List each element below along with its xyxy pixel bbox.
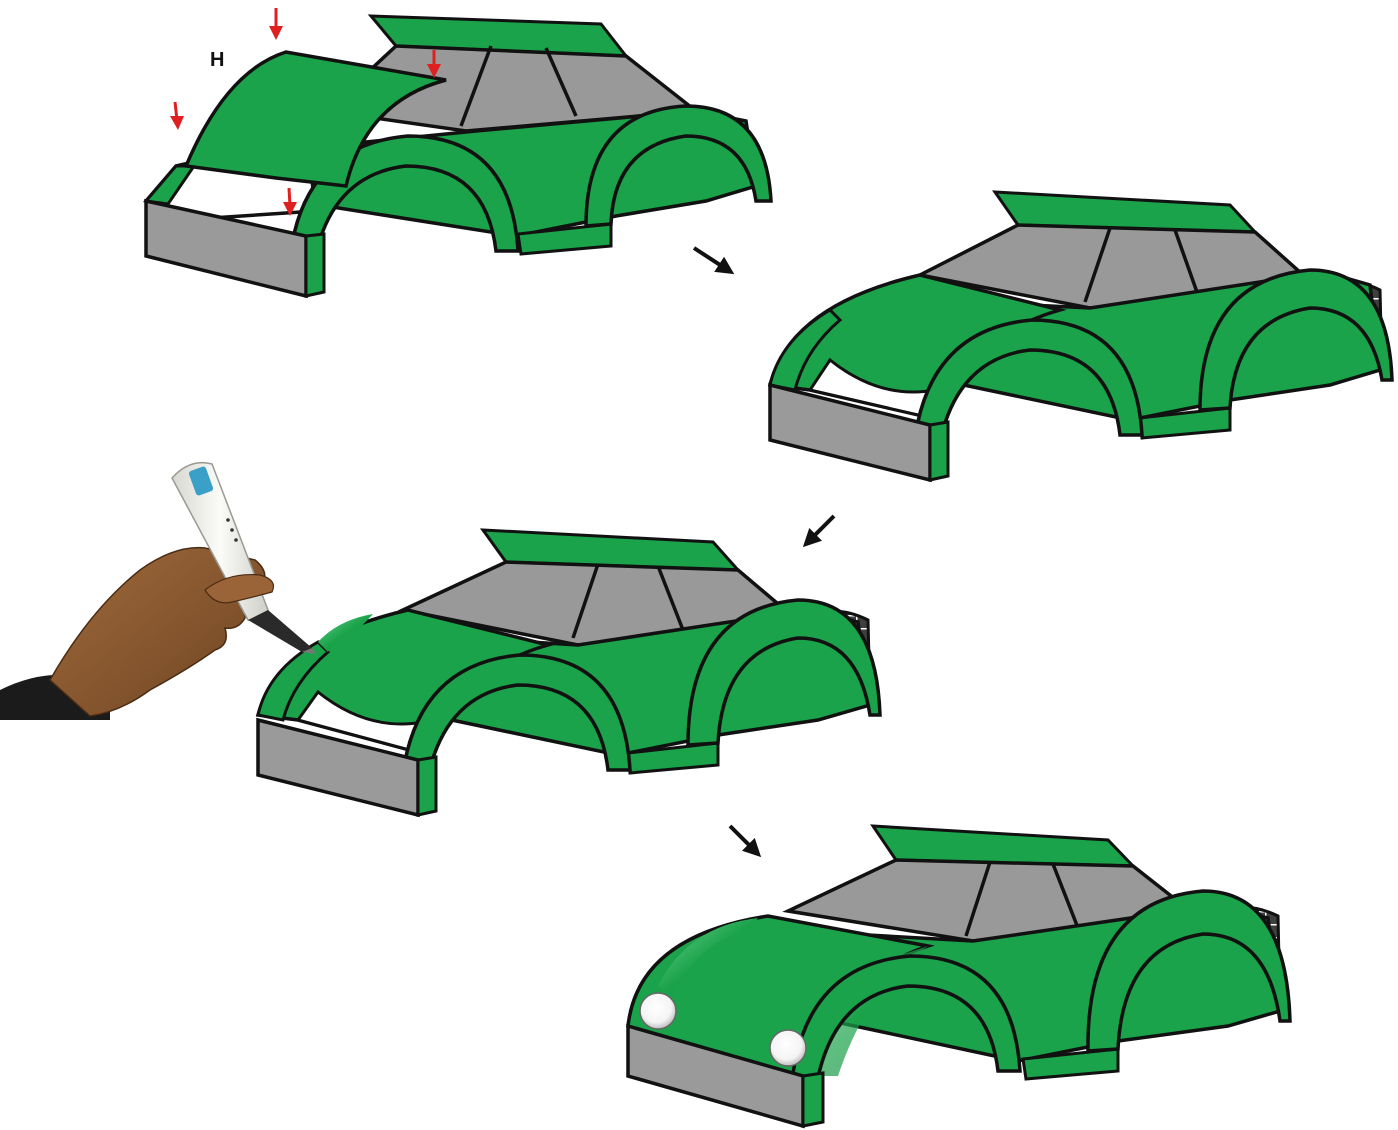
right-headlight [770,1030,806,1066]
step-2-car [770,192,1392,480]
black-arrow-icon [689,240,739,281]
left-headlight [640,993,676,1029]
black-arrow-icon [797,510,841,554]
step-4-car [628,826,1290,1126]
black-arrow-icon [724,820,768,864]
3d-pen-icon [0,463,316,720]
step-3-car [258,530,880,815]
step-1-car [146,16,771,296]
hood-label: H [210,49,224,71]
